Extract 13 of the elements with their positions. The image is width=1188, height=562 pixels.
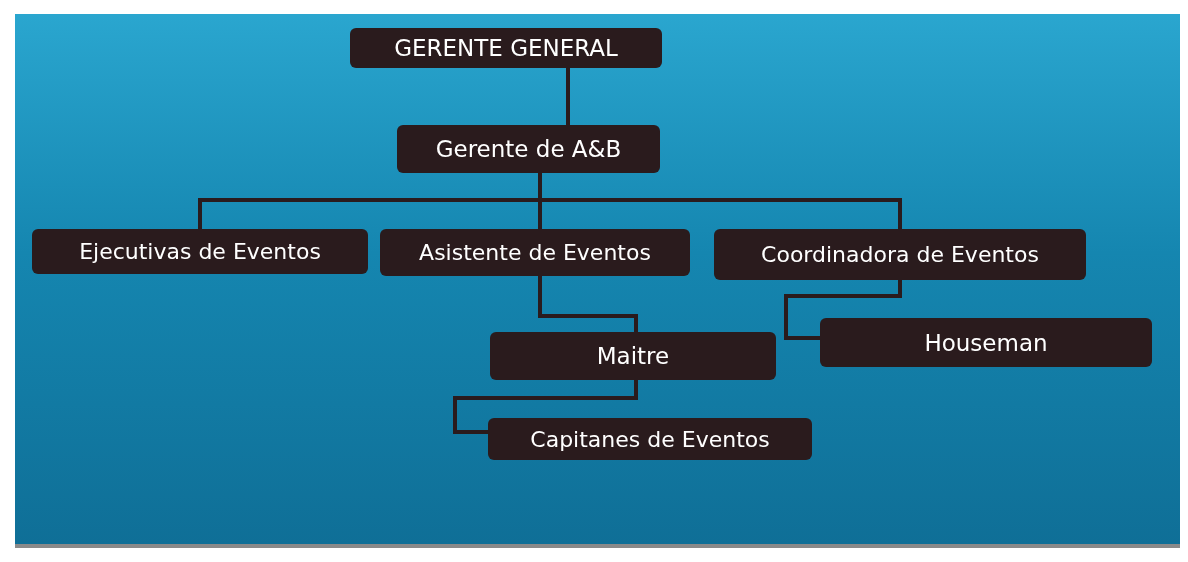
position-box: Maitre: [490, 332, 776, 380]
connector-line: [453, 380, 638, 434]
connector-line: [566, 68, 570, 125]
position-box: GERENTE GENERAL: [350, 28, 662, 68]
connector-line: [538, 173, 902, 229]
position-box: Asistente de Eventos: [380, 229, 690, 276]
connector-line: [538, 276, 638, 332]
connector-line: [784, 280, 902, 340]
position-box: Capitanes de Eventos: [488, 418, 812, 460]
position-box: Coordinadora de Eventos: [714, 229, 1086, 280]
position-box: Houseman: [820, 318, 1152, 367]
position-box: Ejecutivas de Eventos: [32, 229, 368, 274]
position-box: Gerente de A&B: [397, 125, 660, 173]
